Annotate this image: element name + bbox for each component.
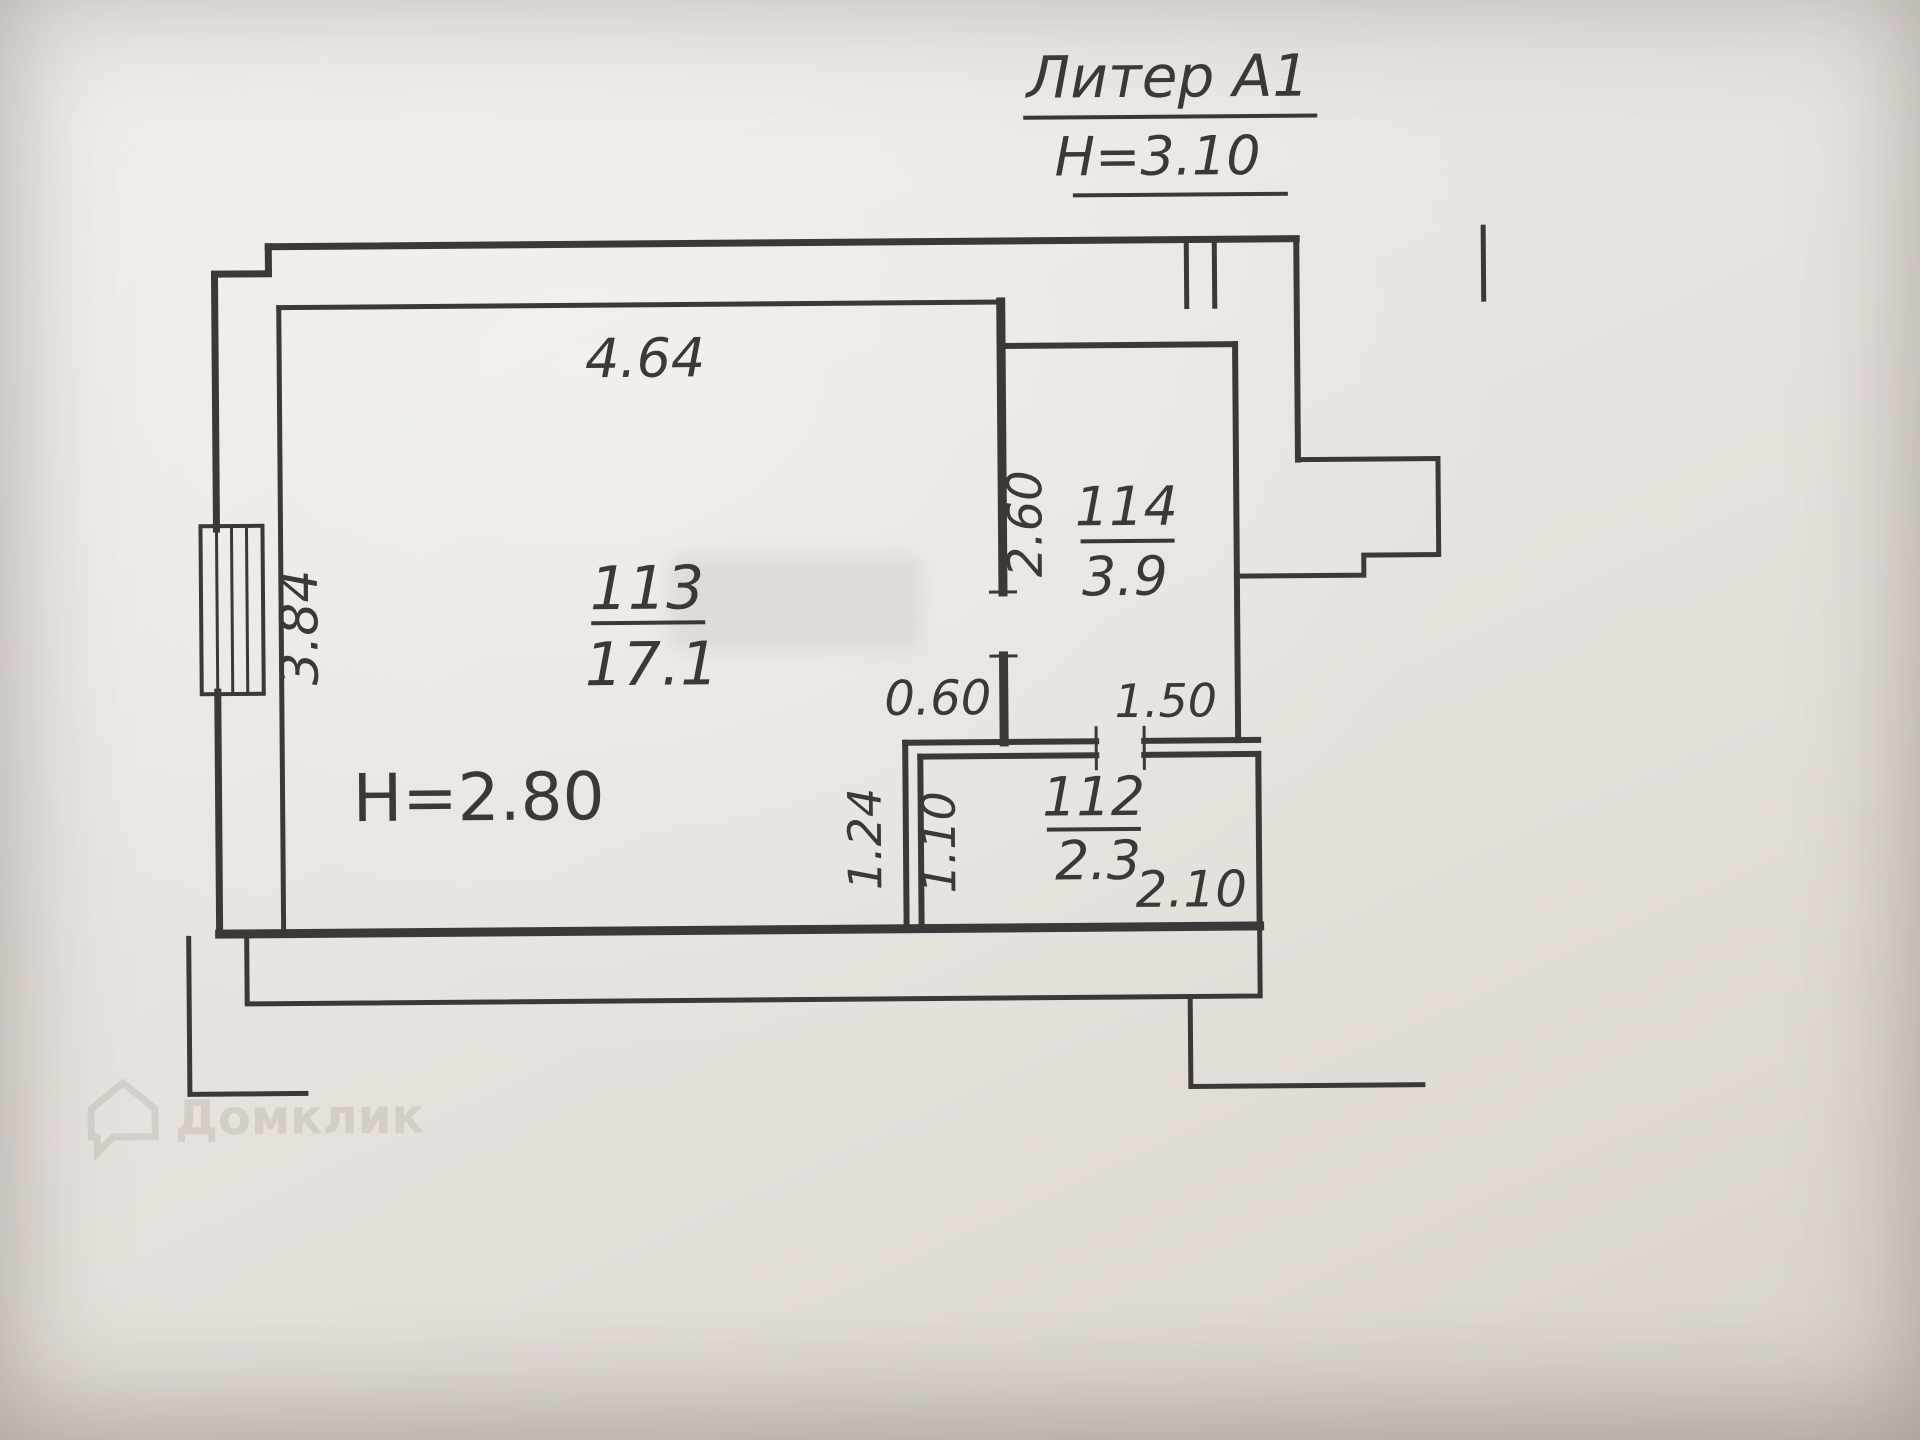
- dim-room114-width: 1.50: [1114, 673, 1217, 728]
- dim-opening: 0.60: [884, 670, 991, 727]
- house-logo-icon: [87, 1078, 159, 1162]
- walls-inner: [276, 297, 1263, 934]
- liter-label: Литер А1: [1024, 42, 1309, 112]
- room-112-number: 112: [1042, 765, 1146, 829]
- room-112-area: 2.3: [1055, 829, 1141, 893]
- window-symbol: [198, 523, 266, 697]
- walls-outer: [210, 235, 1301, 939]
- room-114-number: 114: [1075, 475, 1179, 539]
- dim-room113-width: 4.64: [585, 326, 706, 390]
- room-114-area: 3.9: [1082, 545, 1168, 609]
- room-113-area: 17.1: [584, 629, 718, 700]
- dim-room113-depth: 3.84: [270, 569, 331, 685]
- fraction-bars: [591, 113, 1318, 832]
- building-height-label: Н=3.10: [1054, 124, 1261, 189]
- ceiling-height-label: Н=2.80: [352, 758, 604, 837]
- dim-room112-width: 2.10: [1135, 860, 1247, 919]
- adjacent-walls: [1183, 224, 1487, 579]
- dim-room112-depth: 1.10: [912, 791, 967, 894]
- room-113-number: 113: [589, 553, 704, 624]
- dimension-ticks: [988, 590, 1146, 771]
- dim-wall-segment: 1.24: [838, 788, 893, 891]
- terrace-outline: [186, 927, 1426, 1097]
- dim-room114-depth: 2.60: [997, 470, 1054, 577]
- watermark-brand: Домклик: [175, 1089, 424, 1147]
- watermark: Домклик: [87, 1078, 424, 1162]
